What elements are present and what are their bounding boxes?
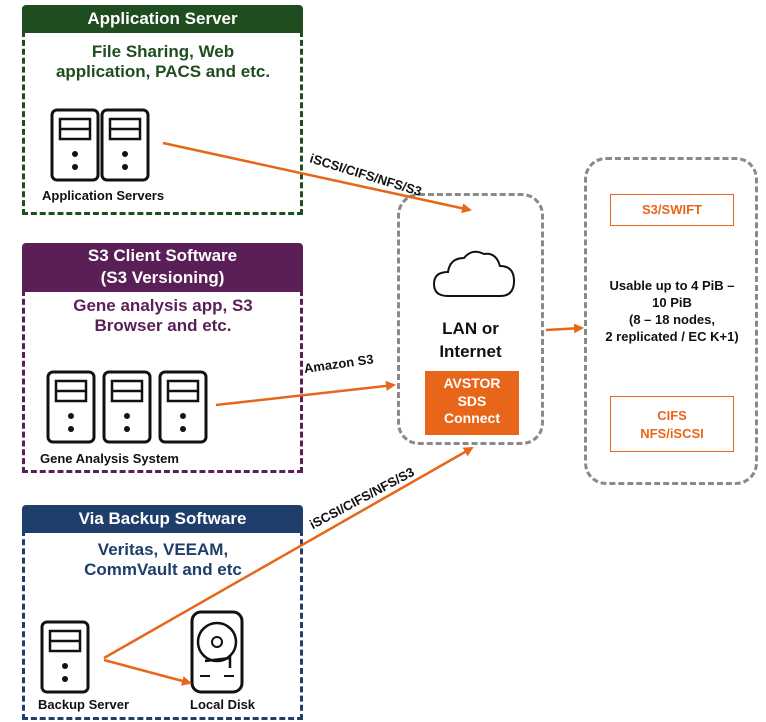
s3-client-header-line2: (S3 Versioning)	[100, 268, 225, 287]
backup-to-disk-arrow	[103, 658, 192, 686]
gene-server-icon-3	[158, 370, 208, 444]
app-server-header-text: Application Server	[87, 9, 238, 28]
gene-server-icon-1	[46, 370, 96, 444]
s3-client-subtitle-line2: Browser and etc.	[94, 316, 232, 336]
app-servers-label: Application Servers	[42, 188, 165, 203]
app-server-subtitle-line1: File Sharing, Web	[91, 42, 235, 61]
app-server-icon-2	[100, 108, 150, 182]
s3-client-group	[22, 290, 303, 473]
hard-disk-icon	[190, 610, 244, 694]
backup-header-text: Via Backup Software	[78, 509, 247, 528]
s3-swift-label: S3/SWIFT	[642, 202, 702, 217]
network-label-line2: Internet	[439, 342, 502, 361]
gene-analysis-label: Gene Analysis System	[40, 451, 179, 466]
app-server-subtitle: File Sharing, Web application, PACS and …	[24, 42, 302, 83]
s3-client-subtitle: Gene analysis app, S3 Browser and etc.	[24, 296, 302, 337]
backup-subtitle: Veritas, VEEAM, CommVault and etc	[24, 540, 302, 581]
app-server-subtitle-line2: application, PACS and etc.	[55, 62, 271, 82]
backup-group	[22, 530, 303, 720]
s3-swift-button[interactable]: S3/SWIFT	[610, 194, 734, 226]
backup-to-network-arrow	[103, 446, 474, 660]
app-server-group	[22, 31, 303, 215]
s3-client-header-line1: S3 Client Software	[87, 246, 238, 265]
network-label: LAN or Internet	[400, 317, 541, 363]
backup-header: Via Backup Software	[22, 505, 303, 533]
capacity-line3: (8 – 18 nodes,	[629, 312, 715, 327]
storage-capacity: Usable up to 4 PiB – 10 PiB (8 – 18 node…	[586, 277, 758, 345]
backup-server-icon	[40, 620, 90, 694]
s3-client-header: S3 Client Software (S3 Versioning)	[22, 243, 303, 292]
cifs-nfs-button[interactable]: CIFS NFS/iSCSI	[610, 396, 734, 452]
backup-subtitle-line2: CommVault and etc	[84, 560, 242, 580]
app-to-network-arrow	[162, 141, 472, 214]
local-disk-label: Local Disk	[190, 697, 256, 712]
connect-line1: AVSTOR	[443, 375, 501, 391]
connect-line2: SDS	[457, 392, 487, 409]
s3-to-network-arrow	[215, 380, 396, 407]
gene-server-icon-2	[102, 370, 152, 444]
app-server-icon-1	[50, 108, 100, 182]
nfs-iscsi-label: NFS/iSCSI	[640, 426, 704, 441]
connect-line3: Connect	[444, 410, 500, 426]
capacity-line2: 10 PiB	[652, 295, 692, 310]
avstor-sds-connect-button[interactable]: AVSTOR SDS Connect	[425, 371, 519, 435]
network-box	[397, 193, 544, 445]
cifs-label: CIFS	[657, 408, 687, 423]
network-to-storage-arrow	[545, 323, 584, 334]
app-server-header: Application Server	[22, 5, 303, 33]
cloud-icon	[432, 250, 516, 297]
backup-subtitle-line1: Veritas, VEEAM,	[97, 540, 229, 559]
storage-box	[584, 157, 758, 485]
capacity-line4: 2 replicated / EC K+1)	[605, 329, 739, 344]
s3-client-subtitle-line1: Gene analysis app, S3	[73, 296, 253, 315]
network-label-line1: LAN or	[442, 319, 499, 338]
backup-server-label: Backup Server	[38, 697, 130, 712]
capacity-line1: Usable up to 4 PiB –	[609, 278, 735, 293]
